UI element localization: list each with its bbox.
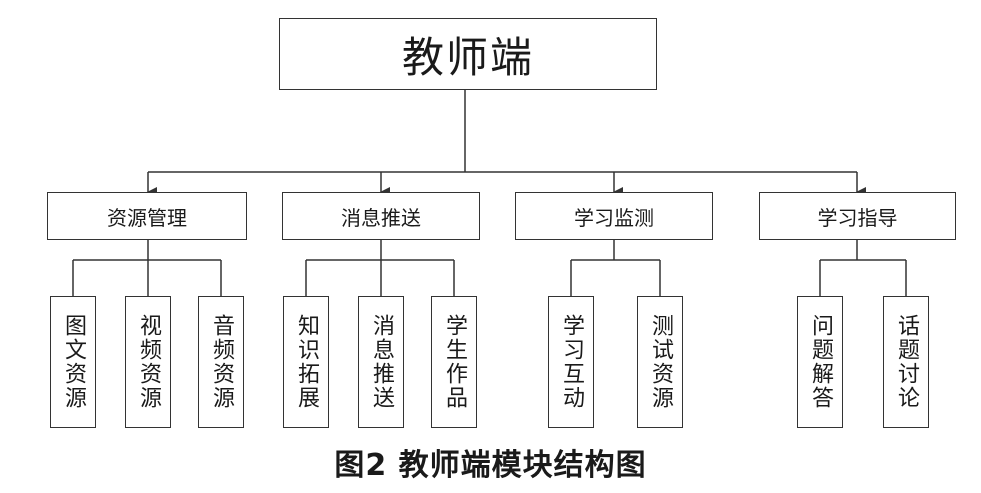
leaf-label: 学生作品 [442, 314, 467, 410]
leaf-node: 话题讨论 [883, 296, 929, 428]
root-node: 教师端 [279, 18, 657, 90]
module-label: 学习监测 [574, 205, 654, 230]
leaf-label: 测试资源 [648, 314, 673, 410]
leaf-node: 音频资源 [198, 296, 244, 428]
leaf-node: 学生作品 [431, 296, 477, 428]
module-node-message-push: 消息推送 [282, 192, 480, 240]
leaf-label: 音频资源 [209, 314, 234, 410]
module-node-resource-management: 资源管理 [47, 192, 247, 240]
leaf-label: 视频资源 [136, 314, 161, 410]
leaf-node: 视频资源 [125, 296, 171, 428]
leaf-node: 问题解答 [797, 296, 843, 428]
leaf-node: 消息推送 [358, 296, 404, 428]
leaf-node: 知识拓展 [283, 296, 329, 428]
root-label: 教师端 [401, 32, 534, 82]
leaf-label: 图文资源 [61, 314, 86, 410]
module-node-learning-monitor: 学习监测 [515, 192, 713, 240]
figure-caption: 图2 教师端模块结构图 [334, 448, 647, 483]
leaf-node: 学习互动 [548, 296, 594, 428]
leaf-label: 知识拓展 [294, 314, 319, 410]
leaf-label: 学习互动 [559, 314, 584, 410]
module-node-learning-guidance: 学习指导 [759, 192, 956, 240]
leaf-label: 话题讨论 [894, 314, 919, 410]
leaf-node: 图文资源 [50, 296, 96, 428]
module-label: 消息推送 [341, 205, 421, 230]
leaf-label: 问题解答 [808, 314, 833, 410]
leaf-node: 测试资源 [637, 296, 683, 428]
module-label: 资源管理 [107, 205, 187, 230]
leaf-label: 消息推送 [369, 314, 394, 410]
module-label: 学习指导 [817, 205, 898, 230]
